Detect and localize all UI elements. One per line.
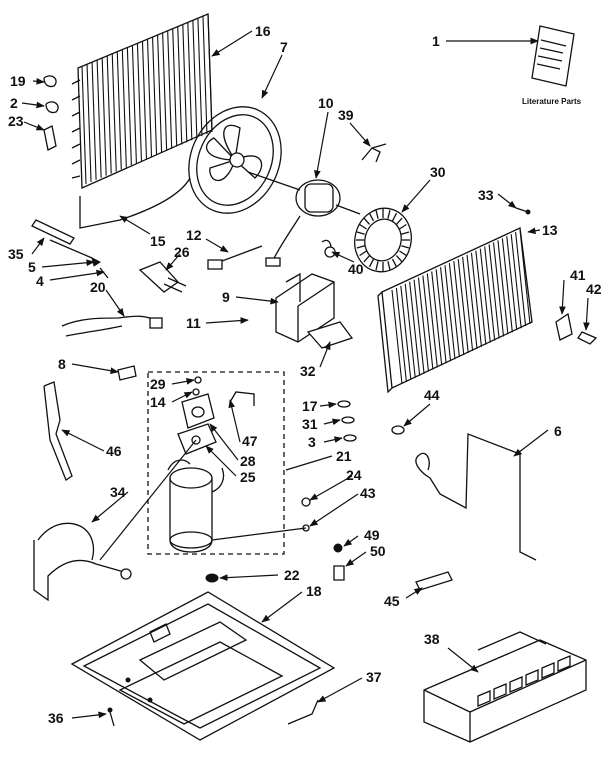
callout-12: 12 bbox=[186, 227, 202, 243]
screw-33 bbox=[515, 207, 531, 215]
base-pan bbox=[70, 591, 336, 741]
motor-mount bbox=[275, 272, 335, 343]
callout-40: 40 bbox=[348, 261, 364, 277]
callout-13: 13 bbox=[542, 222, 558, 238]
callout-50: 50 bbox=[370, 543, 386, 559]
callout-8: 8 bbox=[58, 356, 66, 372]
thermostat-40 bbox=[321, 239, 336, 258]
callout-14: 14 bbox=[150, 394, 166, 410]
callout-36: 36 bbox=[48, 710, 64, 726]
callout-9: 9 bbox=[222, 289, 230, 305]
bracket-39 bbox=[361, 143, 387, 163]
callout-29: 29 bbox=[150, 376, 166, 392]
callout-47: 47 bbox=[242, 433, 258, 449]
bracket-41 bbox=[555, 312, 573, 341]
callout-38: 38 bbox=[424, 631, 440, 647]
callout-26: 26 bbox=[174, 244, 190, 260]
terminal-cover-28 bbox=[181, 393, 215, 429]
wire-harness-12 bbox=[207, 245, 263, 270]
callout-22: 22 bbox=[284, 567, 300, 583]
nut-29 bbox=[194, 376, 202, 384]
sensor-tube-35 bbox=[31, 219, 75, 245]
mount-22 bbox=[205, 573, 219, 583]
callout-41: 41 bbox=[570, 267, 586, 283]
gasket-23 bbox=[43, 125, 57, 151]
callout-2: 2 bbox=[10, 95, 18, 111]
callout-44: 44 bbox=[424, 387, 440, 403]
callout-16: 16 bbox=[255, 23, 271, 39]
callout-33: 33 bbox=[478, 187, 494, 203]
fan-motor bbox=[247, 171, 361, 267]
bracket-32 bbox=[306, 321, 354, 349]
callout-18: 18 bbox=[306, 583, 322, 599]
callout-6: 6 bbox=[554, 423, 562, 439]
callout-17: 17 bbox=[302, 398, 318, 414]
callout-28: 28 bbox=[240, 453, 256, 469]
clip-2 bbox=[45, 101, 59, 114]
switch-8 bbox=[117, 365, 137, 381]
literature-booklet bbox=[531, 25, 575, 87]
callout-11: 11 bbox=[186, 315, 201, 331]
grommet-24 bbox=[301, 497, 311, 507]
callout-35: 35 bbox=[8, 246, 24, 262]
clip-17 bbox=[337, 400, 351, 408]
plug-26 bbox=[138, 261, 187, 293]
clip-42 bbox=[577, 331, 598, 345]
spacer-50 bbox=[333, 565, 345, 581]
callout-34: 34 bbox=[110, 484, 126, 500]
callout-39: 39 bbox=[338, 107, 354, 123]
callout-46: 46 bbox=[106, 443, 122, 459]
front-grille bbox=[423, 631, 587, 743]
callout-31: 31 bbox=[302, 416, 318, 432]
callout-labels: 1 2 3 4 5 6 7 8 9 10 11 12 13 14 15 16 1… bbox=[8, 23, 602, 726]
callout-42: 42 bbox=[586, 281, 602, 297]
callout-24: 24 bbox=[346, 467, 362, 483]
callout-20: 20 bbox=[90, 279, 106, 295]
literature-parts-label: Literature Parts bbox=[522, 97, 582, 106]
compressor bbox=[167, 459, 225, 553]
callout-21: 21 bbox=[336, 448, 352, 464]
callout-15: 15 bbox=[150, 233, 166, 249]
clip-47 bbox=[229, 391, 255, 406]
evaporator-coil bbox=[377, 227, 533, 394]
callout-7: 7 bbox=[280, 39, 288, 55]
power-cord-20 bbox=[61, 315, 163, 337]
callout-5: 5 bbox=[28, 259, 36, 275]
capillary-tube-15 bbox=[79, 177, 191, 229]
callout-19: 19 bbox=[10, 73, 26, 89]
tube-6 bbox=[415, 433, 537, 561]
clip-3 bbox=[343, 434, 357, 442]
callout-10: 10 bbox=[318, 95, 334, 111]
discharge-tube-34 bbox=[33, 522, 132, 602]
callout-32: 32 bbox=[300, 363, 316, 379]
callout-1: 1 bbox=[432, 33, 440, 49]
nut-49 bbox=[333, 543, 343, 553]
clip-19 bbox=[43, 75, 57, 88]
callout-45: 45 bbox=[384, 593, 400, 609]
fan-shroud bbox=[188, 106, 282, 214]
gasket-25 bbox=[177, 423, 217, 455]
blower-wheel bbox=[354, 207, 412, 273]
washer-14 bbox=[192, 388, 200, 396]
callout-23: 23 bbox=[8, 113, 24, 129]
callout-30: 30 bbox=[430, 164, 446, 180]
callout-49: 49 bbox=[364, 527, 380, 543]
bracket-46 bbox=[43, 381, 73, 481]
callout-43: 43 bbox=[360, 485, 376, 501]
clip-31 bbox=[341, 416, 355, 424]
callout-25: 25 bbox=[240, 469, 256, 485]
clip-44 bbox=[391, 425, 405, 435]
callout-4: 4 bbox=[36, 273, 44, 289]
condenser-coil bbox=[71, 13, 213, 189]
compressor-group-box bbox=[147, 371, 285, 555]
part-45 bbox=[415, 571, 453, 591]
callout-3: 3 bbox=[308, 434, 316, 450]
callout-37: 37 bbox=[366, 669, 382, 685]
bracket-37 bbox=[287, 699, 319, 725]
leader-lines bbox=[21, 30, 590, 719]
screw-36 bbox=[107, 707, 115, 727]
